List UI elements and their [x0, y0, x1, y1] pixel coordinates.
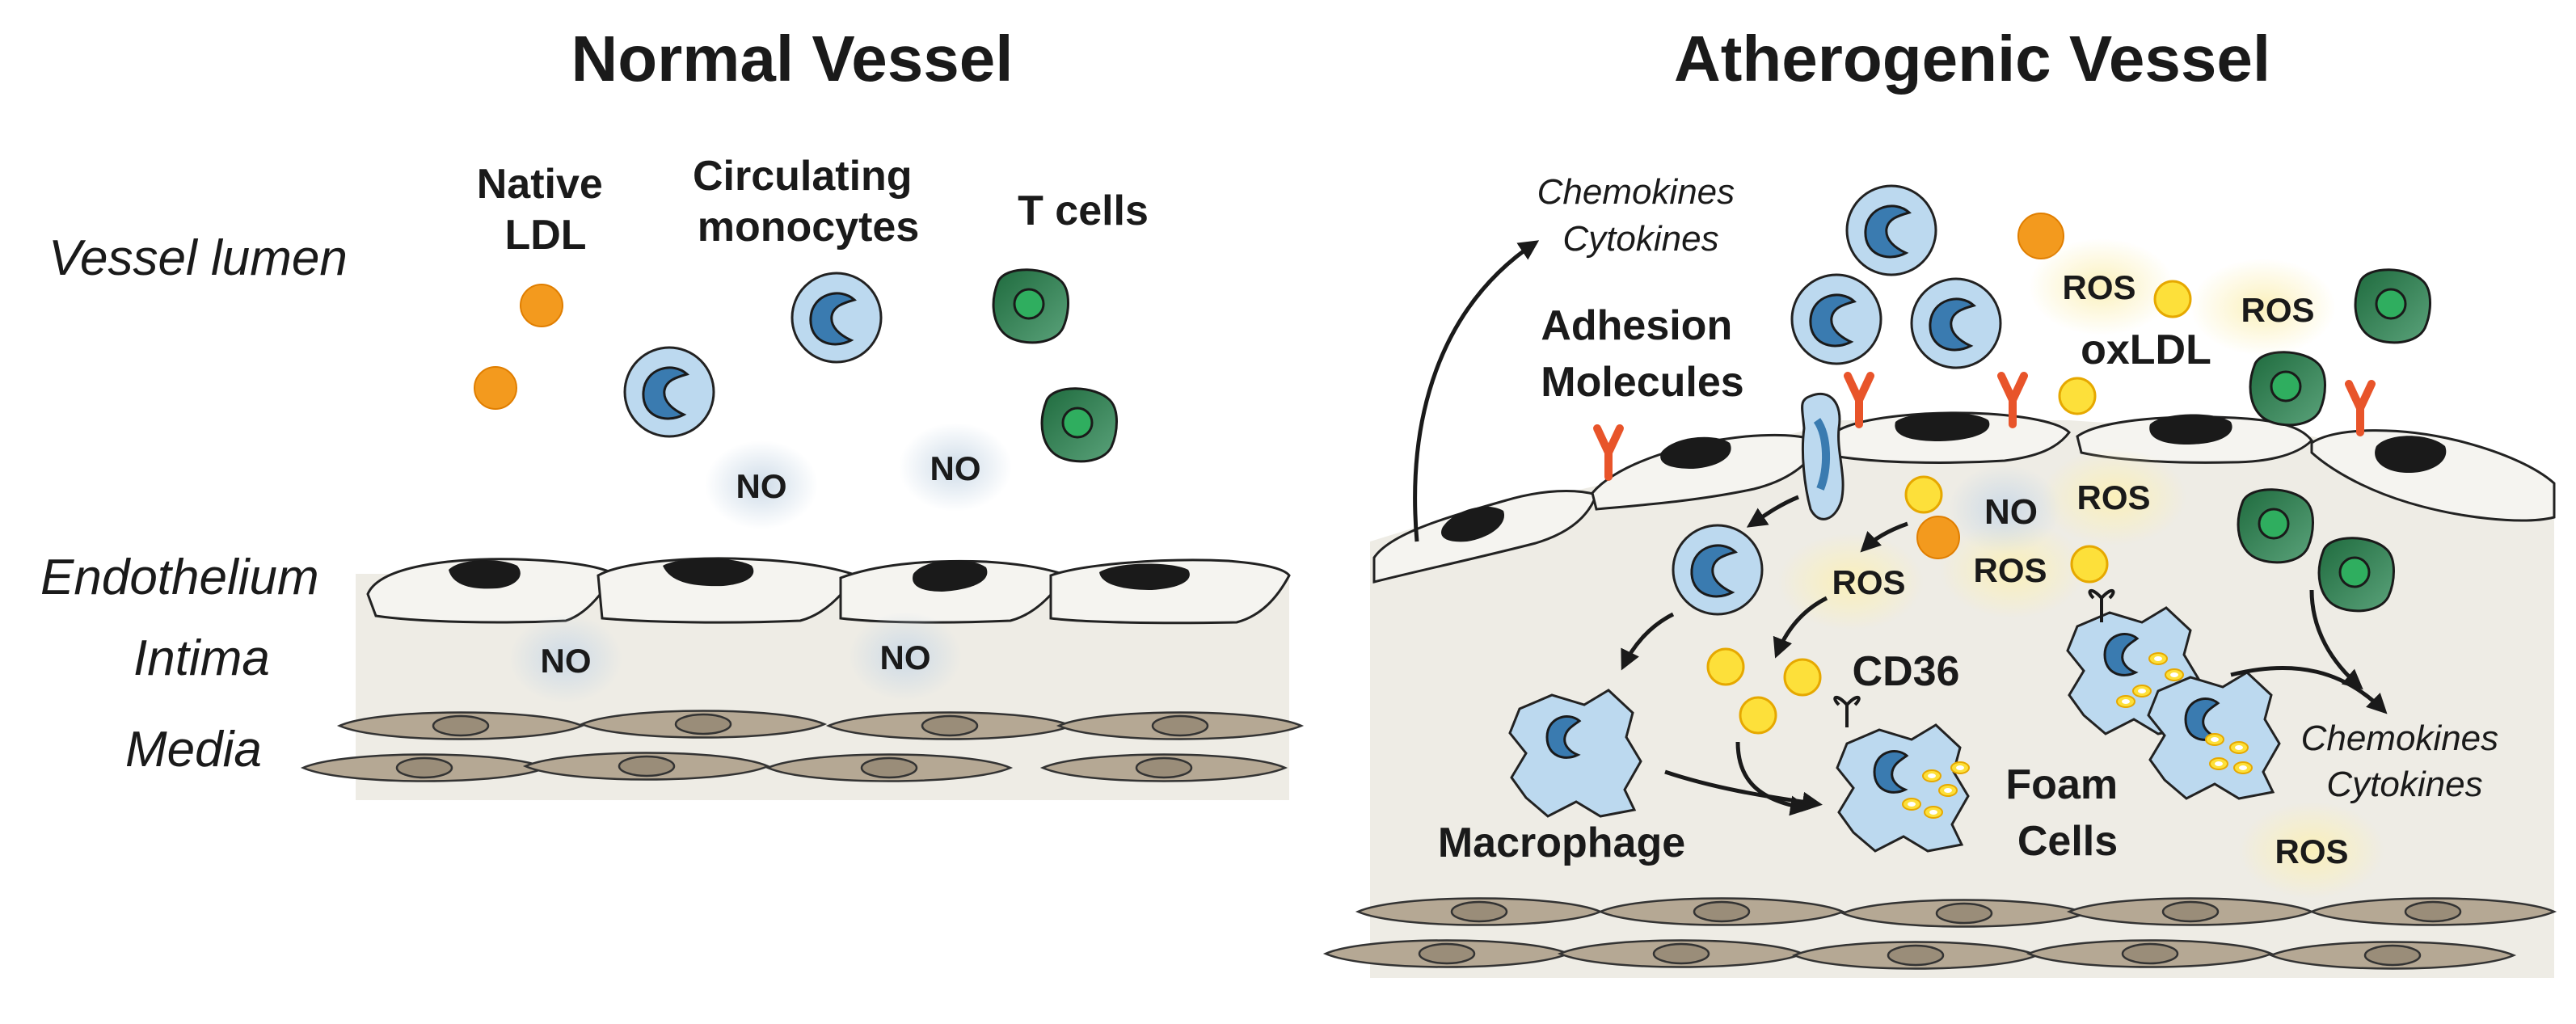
ros-glow	[2190, 259, 2336, 356]
macrophage-label: Macrophage	[1438, 820, 1685, 866]
normal-vessel-wall: NO NO	[301, 557, 1303, 800]
normal-intima-no-2: NO	[880, 638, 931, 676]
macrophage-cell	[1508, 689, 1642, 818]
t-cell	[1040, 387, 1118, 463]
normal-lumen-no-2: NO	[930, 449, 981, 487]
normal-lumen-no-1: NO	[736, 467, 787, 505]
ros-label: ROS	[1973, 551, 2047, 589]
ros-glow	[2029, 238, 2174, 335]
adhesion-molecules	[1593, 372, 2376, 481]
intima-monocyte	[1672, 524, 1764, 616]
t-cell	[2237, 488, 2314, 564]
ros-label: ROS	[2275, 832, 2348, 870]
no-glow	[509, 614, 622, 703]
native-ldl-particle	[1916, 516, 1960, 559]
monocyte-cell	[623, 346, 715, 438]
ros-label: ROS	[2076, 478, 2150, 516]
chemokines-cytokines-top-label: Chemokines Cytokines	[1537, 172, 1745, 259]
oxldl-label: oxLDL	[2081, 327, 2211, 373]
ros-glow	[2239, 802, 2384, 899]
normal-vessel-title: Normal Vessel	[571, 23, 1014, 95]
ros-label: ROS	[2241, 291, 2314, 329]
atherogenic-endothelium	[1372, 411, 2556, 584]
media-label: Media	[125, 722, 262, 777]
t-cell	[992, 268, 1069, 344]
adhesion-molecules-label: Adhesion Molecules	[1541, 302, 1743, 406]
foam-cells-label: Foam Cells	[2005, 761, 2129, 865]
no-glow	[705, 440, 818, 529]
t-cell	[2249, 351, 2326, 427]
t-cell	[2354, 268, 2431, 344]
monocyte-cell	[1910, 277, 2002, 369]
t-cell	[2317, 537, 2395, 613]
monocyte-cell	[1790, 273, 1882, 365]
endothelium-label: Endothelium	[40, 550, 319, 605]
cd36-label: CD36	[1853, 648, 1960, 695]
no-glow	[1948, 465, 2061, 554]
normal-endothelium	[366, 557, 1291, 625]
cd36-receptor-icon	[1833, 589, 2115, 727]
intima-label: Intima	[133, 630, 270, 686]
normal-intima-no-1: NO	[541, 642, 592, 680]
circulating-monocytes-label: Circulating monocytes	[693, 153, 924, 251]
native-ldl-label: Native LDL	[477, 161, 615, 259]
ros-glow	[2041, 449, 2186, 546]
ros-label: ROS	[1832, 563, 1905, 601]
no-glow	[899, 423, 1012, 512]
process-arrows	[1413, 240, 2388, 816]
vessel-lumen-label: Vessel lumen	[48, 230, 348, 286]
monocyte-cell	[1845, 184, 1937, 276]
monocyte-cell	[791, 272, 883, 364]
native-ldl-particle	[474, 366, 517, 410]
native-ldl-particle	[2017, 213, 2064, 259]
t-cells-label: T cells	[1018, 188, 1149, 234]
foam-cell	[1836, 723, 1970, 853]
no-glow	[849, 612, 962, 701]
native-ldl-particle	[520, 284, 563, 327]
atherogenic-vessel-title: Atherogenic Vessel	[1674, 23, 2270, 95]
ros-label: ROS	[2062, 268, 2135, 306]
atherogenic-no-label: NO	[1984, 492, 2038, 532]
chemokines-cytokines-bottom-label: Chemokines Cytokines	[2301, 718, 2509, 804]
oxldl-particles	[1706, 280, 2192, 735]
foam-cell	[2147, 671, 2281, 800]
